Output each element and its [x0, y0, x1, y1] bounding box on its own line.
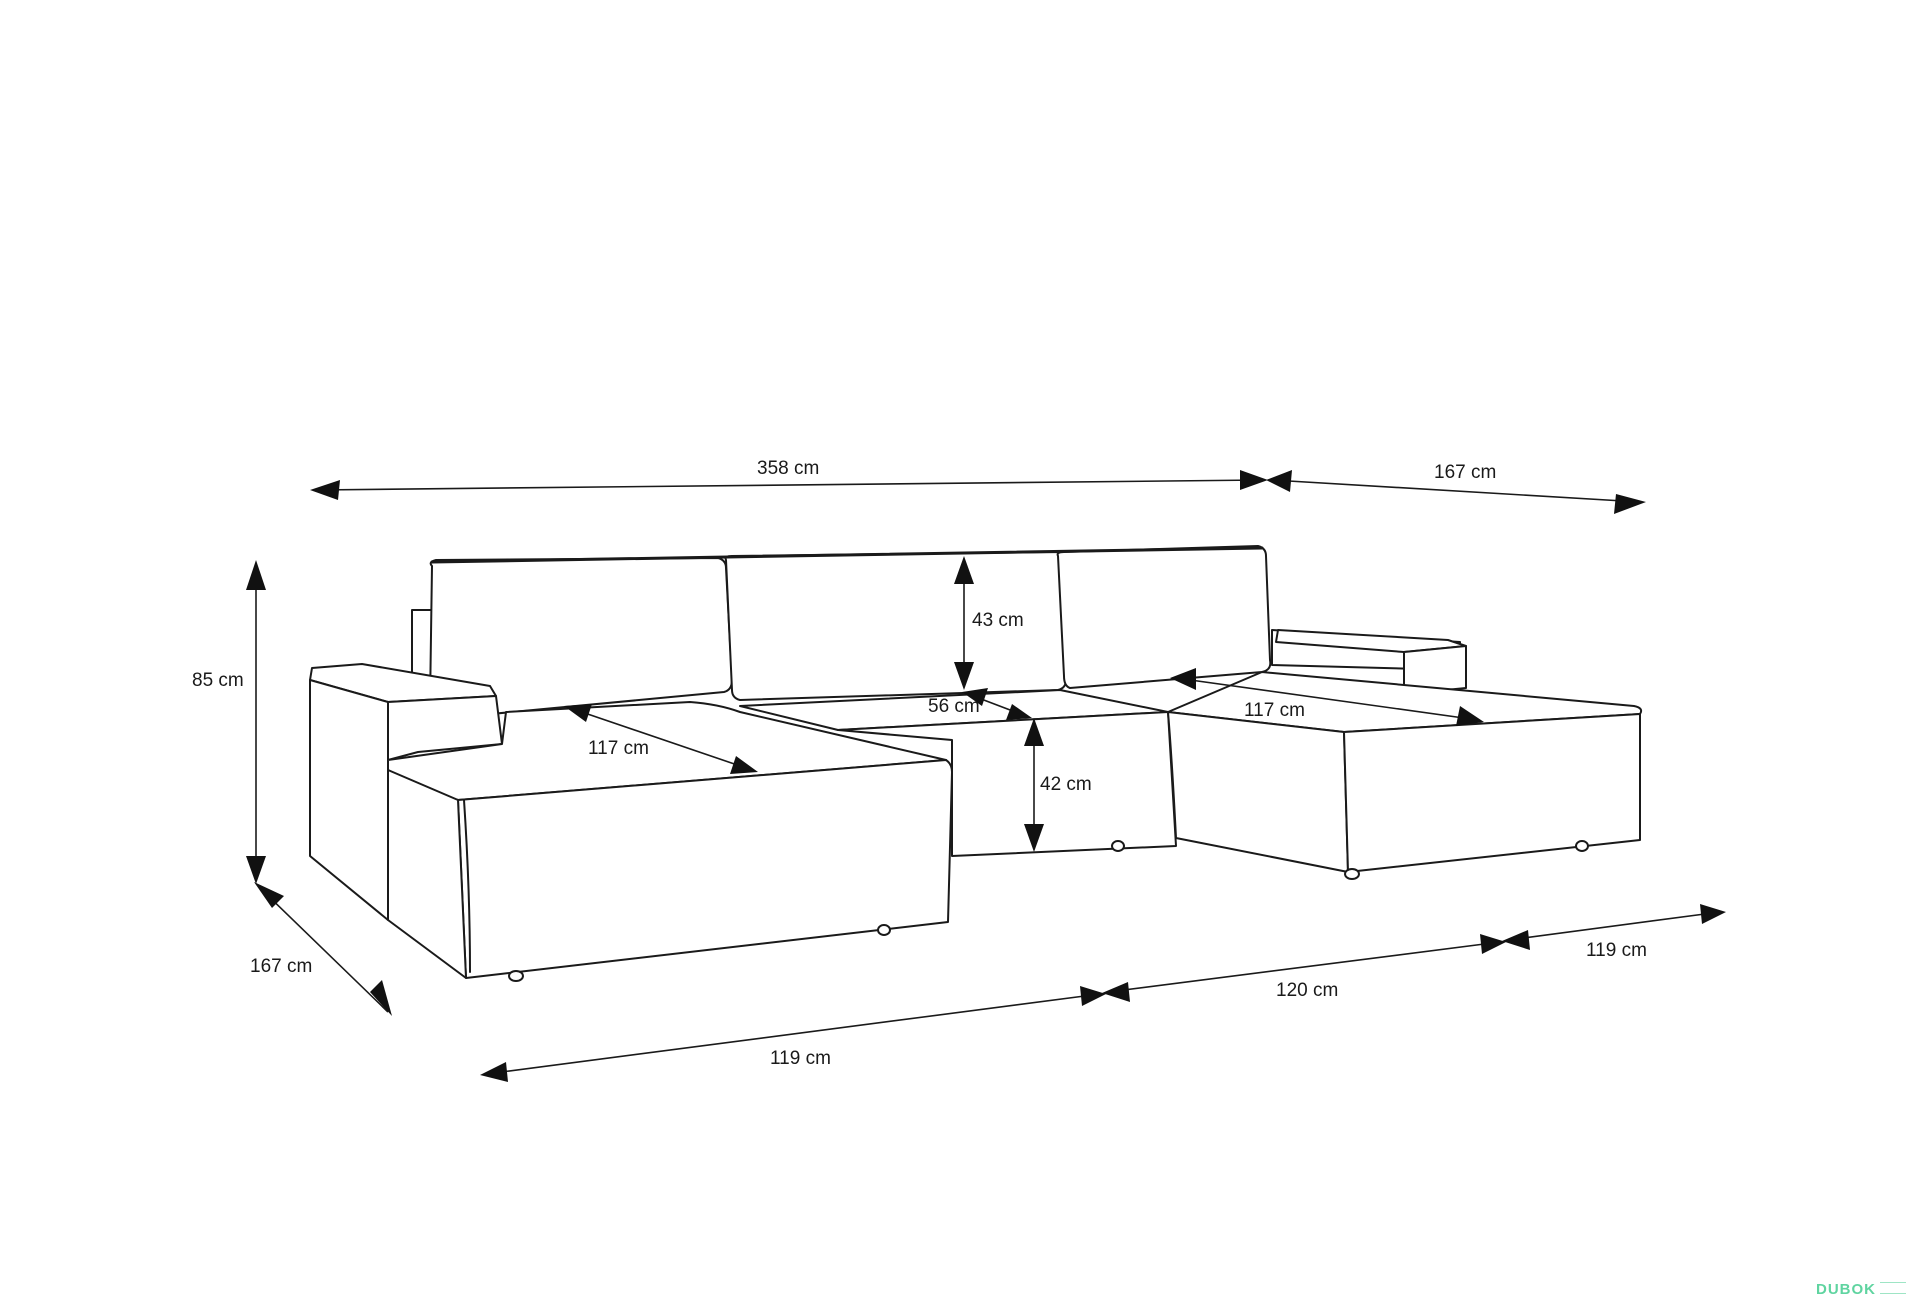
dimension-lines — [246, 470, 1726, 1082]
label-bottom-center: 120 cm — [1276, 980, 1338, 1001]
center-foot — [1111, 840, 1125, 852]
label-right-depth: 167 cm — [1434, 462, 1496, 483]
dim-line-total-width — [315, 479, 1263, 491]
back-cushion-right — [1056, 545, 1272, 689]
label-left-depth: 167 cm — [250, 956, 312, 977]
right-lounger-front-right — [1343, 713, 1641, 873]
right-lounger-foot-1 — [1344, 868, 1360, 880]
dim-line-right-lounger — [1175, 677, 1479, 721]
left-lounger-inner-edge — [463, 799, 471, 973]
label-height: 85 cm — [192, 670, 244, 691]
left-armrest-front — [387, 695, 503, 761]
dim-line-left-depth — [257, 885, 389, 1013]
left-lounger-side — [387, 769, 467, 979]
dim-line-bottom-left — [485, 993, 1101, 1075]
dimension-labels: 358 cm 167 cm 85 cm 43 cm 56 cm 42 cm 11… — [192, 458, 1647, 1069]
right-lounger-foot-2 — [1575, 840, 1589, 852]
back-top-edge — [430, 546, 1264, 564]
label-left-lounger: 117 cm — [588, 738, 649, 759]
dim-line-right-depth — [1271, 479, 1641, 503]
label-bottom-right: 119 cm — [1586, 940, 1647, 961]
watermark-text: DUBOK — [1816, 1281, 1876, 1298]
dim-line-bottom-right — [1507, 911, 1721, 941]
left-armrest-side — [309, 679, 389, 921]
left-lounger-foot-2 — [877, 924, 891, 936]
watermark-lines-icon — [1880, 1282, 1906, 1294]
dim-line-bottom-center — [1107, 941, 1501, 993]
label-right-lounger: 117 cm — [1244, 700, 1305, 721]
label-total-width: 358 cm — [757, 458, 819, 479]
center-seat-front — [837, 711, 1177, 857]
label-back-cushion: 43 cm — [972, 610, 1024, 631]
label-seat-depth: 56 cm — [928, 696, 980, 717]
watermark-logo: DUBOK — [1816, 1281, 1906, 1298]
sofa-outline — [309, 545, 1643, 982]
left-lounger-front — [457, 759, 953, 979]
dim-line-left-lounger — [569, 707, 753, 771]
label-seat-height: 42 cm — [1040, 774, 1092, 795]
right-lounger-front-left — [1167, 711, 1349, 873]
label-bottom-left: 119 cm — [770, 1048, 831, 1069]
left-lounger-foot-1 — [508, 970, 524, 982]
right-armrest-front — [1403, 645, 1467, 695]
